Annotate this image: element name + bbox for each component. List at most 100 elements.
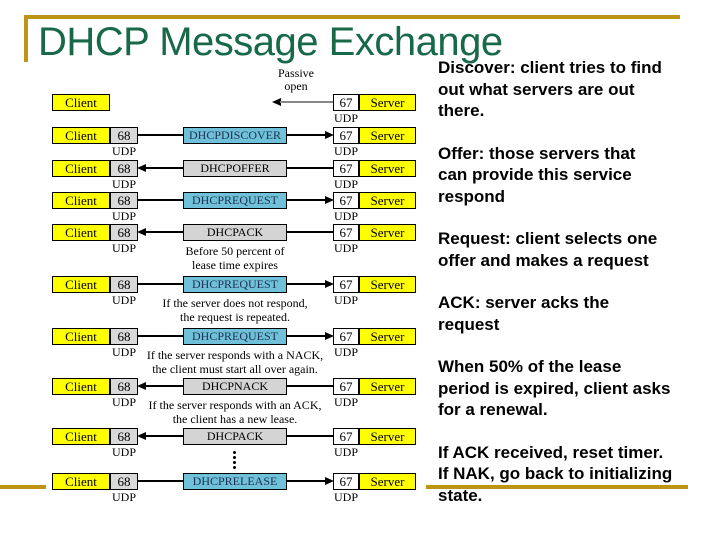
server-port-box: 67 [333,378,359,395]
server-box: Server [359,94,416,111]
row-caption: If the server responds with a NACK, the … [146,348,324,376]
arrowhead-icon [137,432,146,440]
client-port-box: 68 [110,224,138,241]
udp-label: UDP [333,241,358,255]
note-paragraph-ack: ACK: server acks the request [438,293,610,334]
server-box: Server [359,276,416,293]
arrow-line [287,435,333,437]
arrow-line [145,231,183,233]
udp-label: UDP [111,144,136,158]
left-accent-tick [24,15,28,62]
arrowhead-icon [137,228,146,236]
server-port-box: 67 [333,428,359,445]
arrow-line [287,167,333,169]
note-paragraph-offer: Offer: those servers that can provide th… [438,143,636,206]
client-port-box: 68 [110,428,138,445]
client-box: Client [52,160,110,177]
udp-label: UDP [111,293,136,307]
note-paragraph-reset: If ACK received, reset timer. If NAK, go… [438,442,673,505]
arrow-line [145,435,183,437]
udp-label: UDP [333,209,358,223]
top-accent-line [24,15,680,19]
arrow-line [287,480,326,482]
arrow-line [287,283,326,285]
message-box: DHCPRELEASE [183,473,287,490]
arrowhead-icon [325,477,334,485]
arrow-line [287,385,333,387]
arrow-line [287,231,333,233]
udp-label: UDP [111,395,136,409]
arrowhead-icon [137,382,146,390]
arrow-line [287,199,326,201]
server-box: Server [359,378,416,395]
arrow-line [138,199,183,201]
client-box: Client [52,192,110,209]
server-box: Server [359,224,416,241]
client-port-box: 68 [110,328,138,345]
passive-open-label: Passive open [278,66,314,93]
udp-label: UDP [111,445,136,459]
message-box: DHCPDISCOVER [183,127,287,144]
ellipsis-dots [233,456,236,459]
message-box: DHCPACK [183,428,287,445]
ellipsis-dots [233,451,236,454]
client-box: Client [52,428,110,445]
server-port-box: 67 [333,94,359,111]
arrow-line [145,385,183,387]
arrowhead-icon [325,131,334,139]
udp-label: UDP [111,177,136,191]
client-port-box: 68 [110,276,138,293]
arrowhead-icon [325,332,334,340]
arrow-line [145,167,183,169]
arrowhead-icon [325,280,334,288]
message-box: DHCPNACK [183,378,287,395]
udp-label: UDP [333,490,358,504]
udp-label: UDP [111,490,136,504]
udp-label: UDP [111,345,136,359]
ellipsis-dots [233,461,236,464]
arrowhead-icon [137,164,146,172]
server-port-box: 67 [333,473,359,490]
udp-label: UDP [333,111,358,125]
client-box: Client [52,94,110,111]
udp-label: UDP [333,445,358,459]
message-box: DHCPOFFER [183,160,287,177]
ellipsis-dots [233,466,236,469]
server-box: Server [359,473,416,490]
server-port-box: 67 [333,328,359,345]
client-port-box: 68 [110,160,138,177]
arrow-line [138,283,183,285]
arrow-line [138,134,183,136]
client-box: Client [52,378,110,395]
note-paragraph-renewal: When 50% of the lease period is expired,… [438,357,671,419]
row-caption: If the server responds with an ACK, the … [148,398,322,426]
arrowhead-icon [325,196,334,204]
server-port-box: 67 [333,224,359,241]
client-box: Client [52,473,110,490]
server-box: Server [359,428,416,445]
arrowhead-icon [272,98,281,106]
notes-panel: Discover: client tries to find out what … [438,57,720,527]
arrow-line [138,480,183,482]
server-box: Server [359,127,416,144]
server-port-box: 67 [333,276,359,293]
server-box: Server [359,160,416,177]
udp-label: UDP [333,177,358,191]
client-box: Client [52,127,110,144]
note-paragraph-request: Request: client selects one offer and ma… [438,229,658,270]
udp-label: UDP [333,345,358,359]
server-box: Server [359,192,416,209]
message-box: DHCPREQUEST [183,328,287,345]
client-port-box: 68 [110,473,138,490]
message-box: DHCPREQUEST [183,276,287,293]
arrow-line [287,134,326,136]
row-caption: Before 50 percent of lease time expires [185,244,285,272]
arrow-line [138,335,183,337]
slide-title: DHCP Message Exchange [38,20,503,64]
server-port-box: 67 [333,127,359,144]
client-port-box: 68 [110,192,138,209]
server-port-box: 67 [333,192,359,209]
note-paragraph-discover: Discover: client tries to find out what … [438,58,662,120]
udp-label: UDP [111,209,136,223]
